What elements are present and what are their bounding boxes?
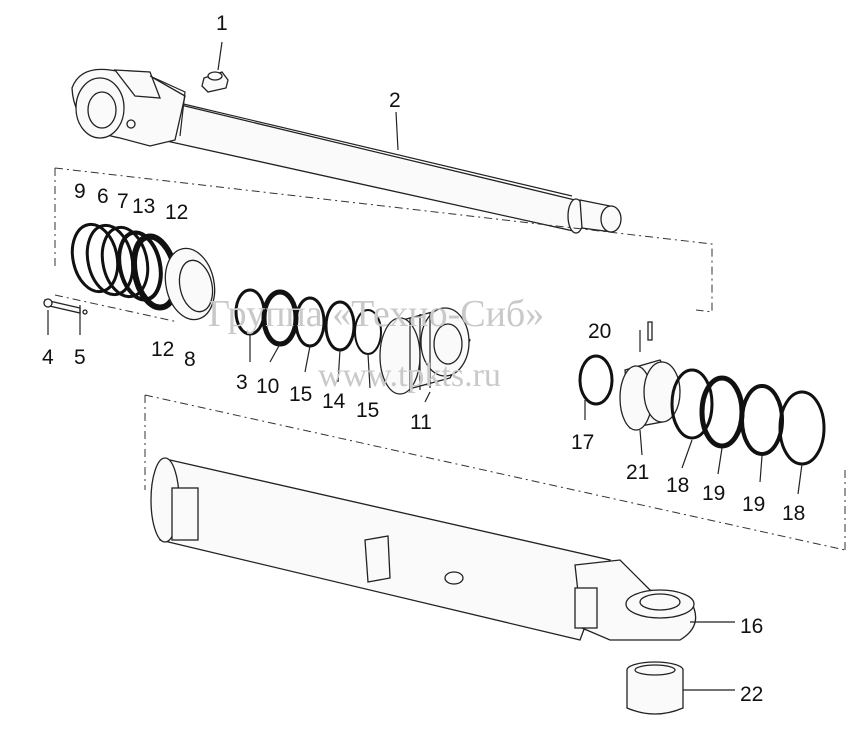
callout-9: 9	[74, 180, 86, 203]
callout-10: 10	[256, 375, 279, 398]
rod-guide-rings	[234, 288, 382, 355]
callout-12b: 12	[151, 338, 174, 361]
callout-14: 14	[322, 390, 346, 413]
callout-15a: 15	[289, 383, 312, 406]
callout-4: 4	[42, 346, 54, 369]
callout-13: 13	[132, 195, 155, 218]
callout-11: 11	[410, 411, 432, 434]
callout-16: 16	[740, 615, 763, 638]
callout-1: 1	[216, 12, 228, 35]
callout-18b: 18	[782, 502, 805, 525]
callout-5: 5	[74, 346, 86, 369]
callout-2: 2	[389, 89, 401, 112]
piston-seal-group	[578, 321, 826, 466]
callout-15b: 15	[356, 399, 379, 422]
callout-21: 21	[626, 461, 649, 484]
watermark-line2: www.tpkts.ru	[318, 357, 501, 394]
callout-7: 7	[117, 190, 129, 213]
callout-labels: 1 2 9 6 7 13 12 4 5 12 8 3 10 15 14 15 1…	[42, 12, 805, 706]
callout-19a: 19	[702, 482, 725, 505]
callout-3: 3	[236, 371, 248, 394]
grease-nipple-icon	[201, 71, 229, 93]
callout-17: 17	[571, 431, 594, 454]
callout-20: 20	[588, 320, 611, 343]
piston	[379, 307, 471, 395]
seal-kit-frame	[54, 167, 713, 323]
cylinder-barrel	[144, 394, 846, 715]
leader-lines	[47, 41, 803, 691]
callout-22: 22	[740, 683, 763, 706]
callout-12a: 12	[165, 201, 188, 224]
callout-19b: 19	[742, 493, 765, 516]
callout-6: 6	[97, 185, 109, 208]
gland-seal-rings	[43, 222, 216, 321]
piston-rod-assembly	[71, 68, 622, 234]
callout-8: 8	[184, 348, 196, 371]
watermark-line1: Группа «Техно-Сиб»	[208, 293, 544, 335]
callout-18a: 18	[666, 474, 689, 497]
bushing-icon	[626, 661, 684, 715]
